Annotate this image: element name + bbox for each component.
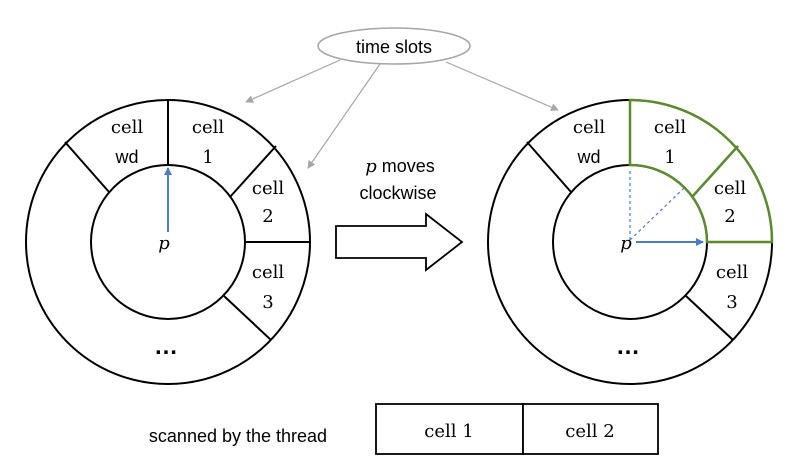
right-scanned-region — [628, 98, 774, 244]
svg-text:cell: cell — [252, 178, 284, 199]
callout-bubble — [317, 27, 471, 65]
left-divider-upper-right — [229, 145, 277, 198]
left-cell-1: cell 1 — [192, 117, 224, 168]
left-timing-wheel: cell wd cell 1 cell 2 cell 3 … p — [25, 99, 311, 385]
transition-arrow — [335, 212, 464, 272]
svg-text:3: 3 — [262, 292, 273, 313]
svg-text:2: 2 — [262, 206, 273, 227]
right-divider-upper-left — [526, 141, 572, 193]
leader-to-right-wheel — [445, 61, 559, 111]
scanned-label: scanned by the thread — [149, 426, 327, 446]
left-cell-wd: cell wd — [111, 117, 143, 167]
right-scanned-divider — [691, 145, 739, 198]
right-divider-lower-right — [685, 295, 734, 341]
left-pointer-label: p — [158, 233, 170, 254]
svg-text:wd: wd — [114, 147, 138, 167]
left-divider-upper-left — [64, 141, 110, 193]
svg-text:cell: cell — [654, 117, 686, 138]
left-divider-lower-right — [223, 295, 272, 341]
svg-text:1: 1 — [664, 147, 675, 168]
right-cell-2: cell 2 — [714, 178, 746, 227]
scanned-list: scanned by the thread cell 1 cell 2 — [149, 403, 659, 455]
svg-text:wd: wd — [576, 147, 600, 167]
left-cell-2: cell 2 — [252, 178, 284, 227]
svg-text:1: 1 — [202, 147, 213, 168]
transition: p moves clockwise — [335, 156, 464, 272]
transition-line1: p moves — [365, 156, 435, 177]
right-pointer-trace-mid — [629, 187, 685, 241]
right-ellipsis: … — [616, 333, 640, 360]
leader-to-left-wheel — [245, 59, 341, 103]
svg-text:cell: cell — [714, 178, 746, 199]
svg-text:cell: cell — [192, 117, 224, 138]
svg-text:3: 3 — [726, 292, 737, 313]
scanned-cell-2: cell 2 — [565, 421, 614, 442]
right-timing-wheel: cell wd cell 1 cell 2 cell 3 … p — [487, 98, 774, 385]
left-cell-3: cell 3 — [252, 262, 284, 313]
right-cell-wd: cell wd — [573, 117, 605, 167]
svg-text:cell: cell — [252, 262, 284, 283]
svg-text:2: 2 — [724, 206, 735, 227]
transition-line2: clockwise — [359, 183, 436, 203]
svg-text:cell: cell — [111, 117, 143, 138]
scanned-cell-1: cell 1 — [424, 421, 473, 442]
right-pointer-label: p — [620, 233, 632, 254]
time-slots-callout: time slots — [245, 27, 559, 169]
right-cell-1: cell 1 — [654, 117, 686, 168]
svg-text:cell: cell — [573, 117, 605, 138]
right-cell-3: cell 3 — [716, 262, 748, 313]
svg-text:cell: cell — [716, 262, 748, 283]
leader-to-left-cell-2 — [307, 63, 381, 169]
left-ellipsis: … — [154, 333, 178, 360]
callout-label: time slots — [356, 37, 432, 57]
scanned-cell-2-box — [522, 403, 659, 455]
